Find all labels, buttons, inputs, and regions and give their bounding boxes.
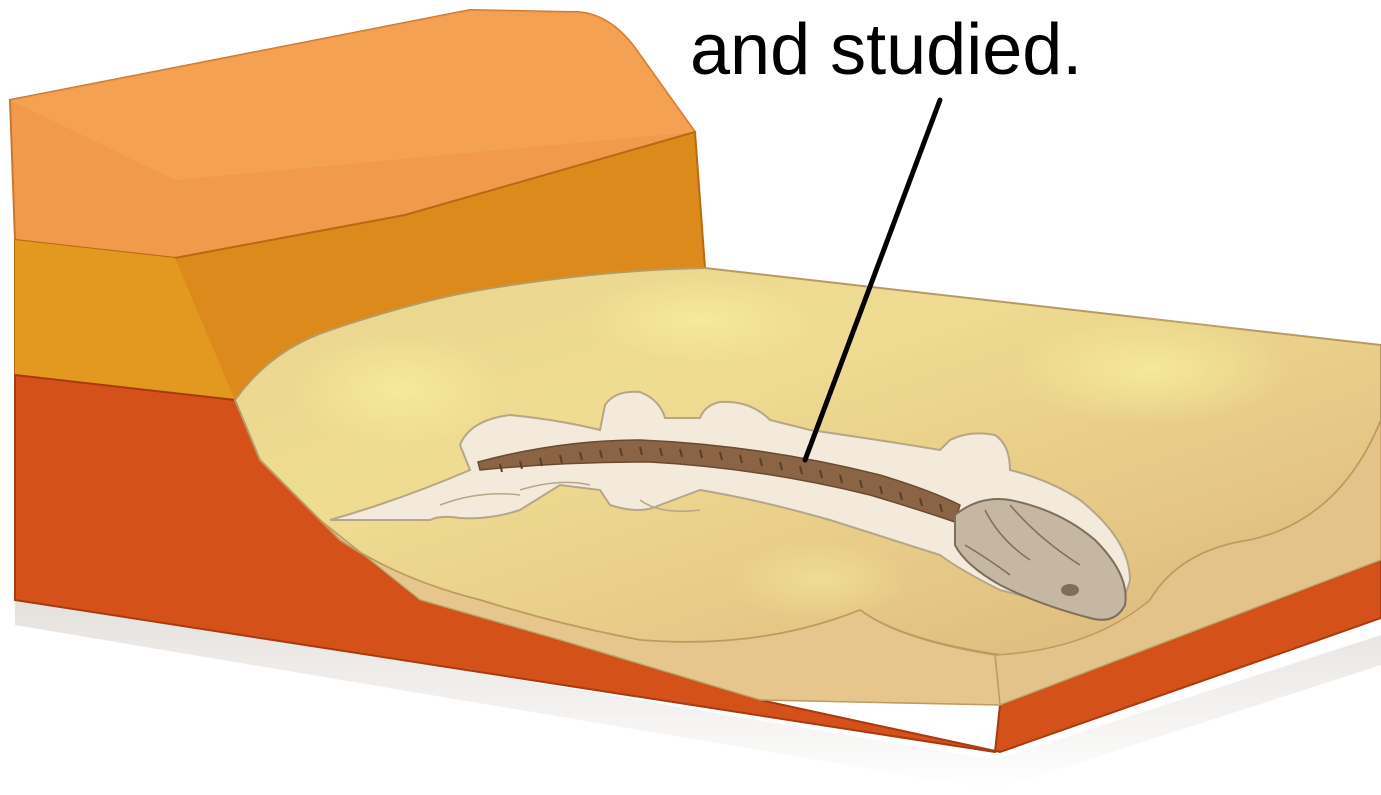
fossil-eye (1061, 584, 1079, 596)
caption-text: and studied. (690, 8, 1082, 92)
